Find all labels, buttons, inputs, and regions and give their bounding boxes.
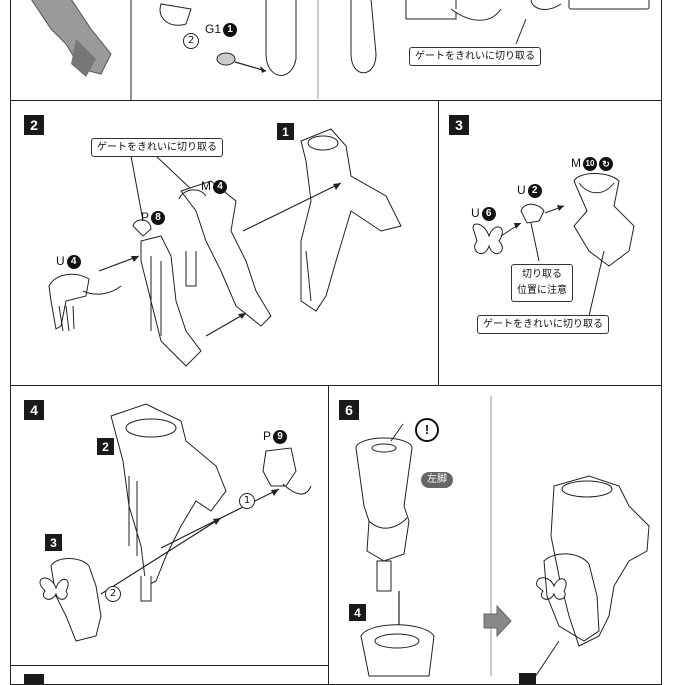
panel-step-6: 6 ! 左脚 4 — [328, 385, 662, 685]
order-marker-2: 2 — [105, 586, 121, 602]
step-6-illustration — [355, 396, 650, 684]
part-number-badge: 2 — [527, 183, 542, 198]
callout-gate-step2: ゲートをきれいに切り取る — [91, 138, 223, 157]
step-2-illustration — [48, 128, 402, 367]
part-ref-step-4: 4 — [349, 604, 366, 621]
callout-gate-step3: ゲートをきれいに切り取る — [477, 315, 609, 334]
order-marker-2: 2 — [183, 33, 199, 49]
callout-gate-top: ゲートをきれいに切り取る — [409, 47, 541, 66]
part-number-badge: 6 — [481, 206, 496, 221]
step-number-4: 4 — [24, 400, 44, 420]
part-number-badge: 10 — [583, 156, 597, 171]
part-number-badge: 4 — [213, 179, 227, 194]
step-3-illustration — [472, 173, 635, 317]
part-number-badge: 4 — [66, 254, 81, 269]
top-strip-illustration — [31, 0, 650, 100]
part-number-badge: 9 — [273, 429, 288, 444]
part-ref-step-1: 1 — [277, 123, 294, 140]
order-marker-1: 1 — [239, 493, 255, 509]
panel-next-step-edge — [10, 665, 329, 685]
part-ref-step-2: 2 — [97, 438, 114, 455]
step-number-3: 3 — [449, 115, 469, 135]
step-4-illustration — [39, 403, 312, 642]
callout-cut-line1: 切り取る — [522, 269, 562, 280]
step-number-6: 6 — [339, 400, 359, 420]
label-left-leg: 左脚 — [421, 472, 453, 488]
callout-cut-position: 切り取る 位置に注意 — [511, 264, 573, 302]
callout-cut-line2: 位置に注意 — [517, 285, 567, 296]
part-variant-icon: ↻ — [599, 156, 613, 171]
caution-icon: ! — [415, 418, 439, 442]
part-number-badge: 8 — [151, 210, 166, 225]
part-ref-step-3: 3 — [45, 534, 62, 551]
part-number-badge: 1 — [223, 22, 238, 37]
step-number-2: 2 — [24, 115, 44, 135]
part-ref-step-partial — [519, 673, 536, 684]
